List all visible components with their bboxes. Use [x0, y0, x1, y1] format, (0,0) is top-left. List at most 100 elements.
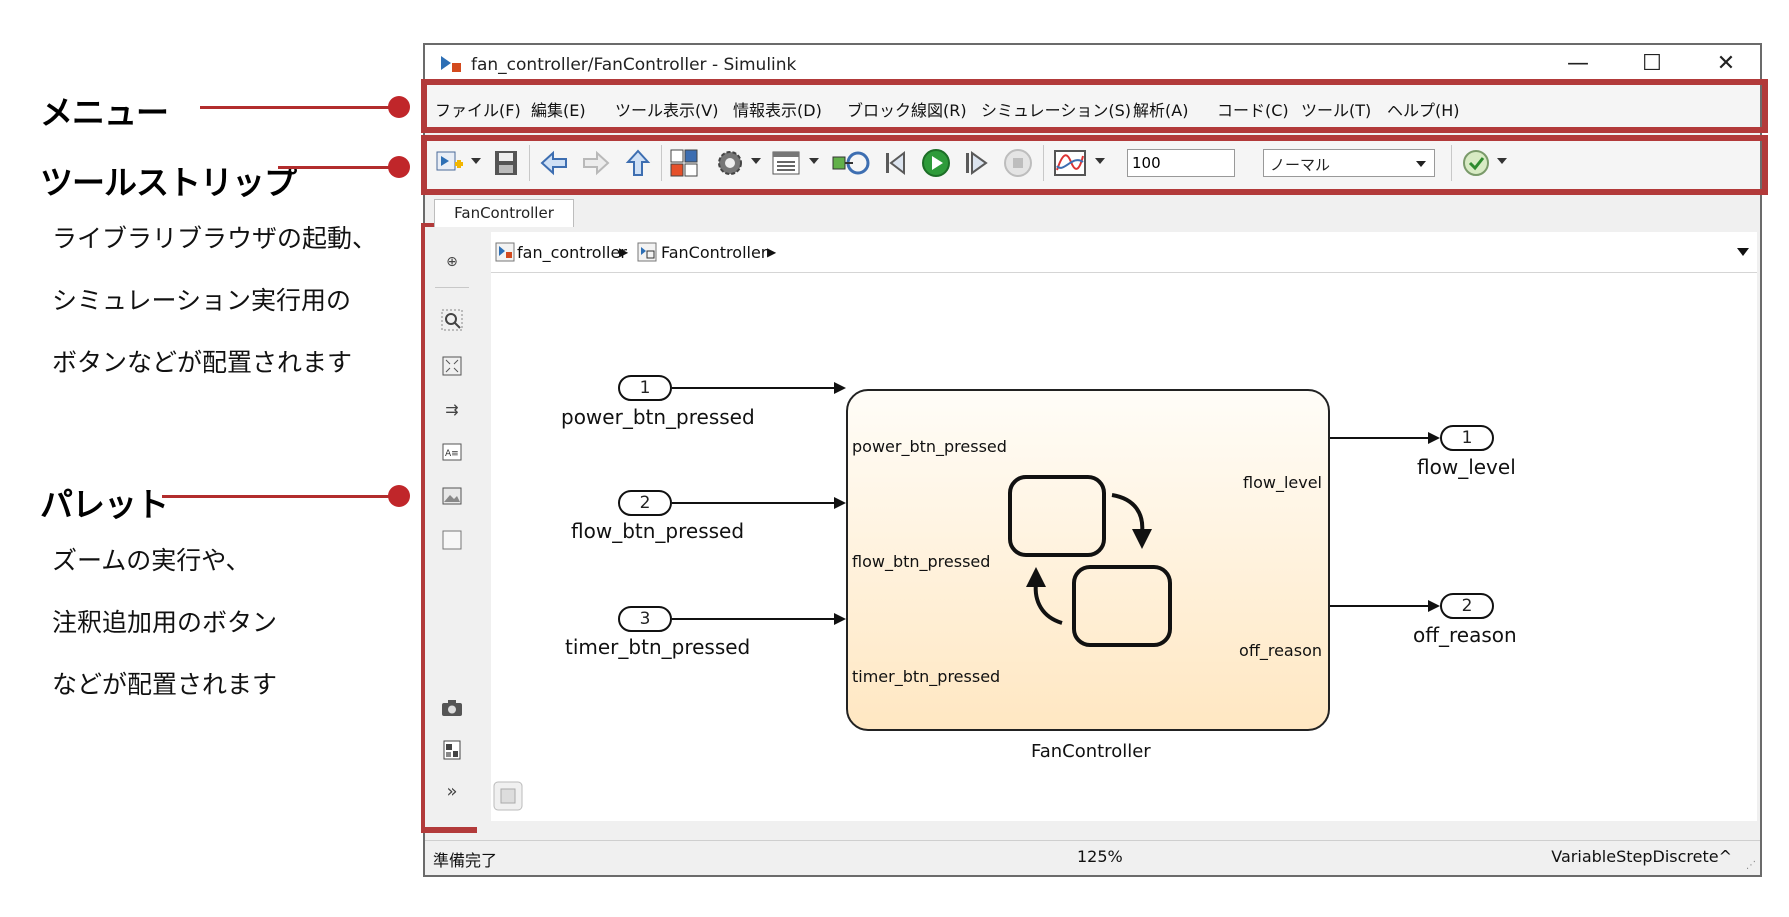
step-back-icon[interactable] — [881, 148, 911, 178]
menu-tools[interactable]: ツール(T) — [1301, 101, 1372, 120]
signal-arrow — [834, 382, 846, 394]
scope-dropdown[interactable] — [1095, 158, 1105, 164]
toolstrip-highlight-box — [421, 135, 1768, 195]
hide-explorer-icon[interactable]: ⊕ — [446, 254, 458, 270]
check-icon[interactable] — [1461, 148, 1491, 178]
check-dropdown[interactable] — [1497, 158, 1507, 164]
title-bar: fan_controller/FanController - Simulink … — [425, 45, 1760, 83]
settings-icon[interactable] — [715, 148, 745, 178]
back-icon[interactable] — [539, 148, 569, 178]
save-icon[interactable] — [491, 148, 521, 178]
menu-diagram[interactable]: ブロック線図(R) — [847, 101, 967, 120]
toolstrip-annotation-dot — [388, 156, 410, 178]
update-diagram-icon[interactable] — [831, 148, 871, 178]
svg-text:A≡: A≡ — [445, 449, 459, 459]
area-icon[interactable] — [441, 529, 463, 551]
report-icon[interactable] — [441, 739, 463, 761]
library-browser-icon[interactable] — [435, 148, 465, 178]
signal-line[interactable] — [1330, 437, 1430, 439]
menu-annotation-line — [200, 106, 400, 109]
screenshot-icon[interactable] — [441, 697, 463, 719]
toolstrip-annotation-line-3: ボタンなどが配置されます — [52, 348, 353, 377]
menu-analysis[interactable]: 解析(A) — [1133, 101, 1189, 120]
minimize-button[interactable]: — — [1567, 51, 1589, 76]
subsystem-icon — [637, 242, 657, 262]
scope-icon[interactable] — [1053, 148, 1087, 178]
model-explorer-icon[interactable] — [669, 148, 699, 178]
explorer-bar-icon[interactable] — [493, 781, 523, 811]
inport-3-label: timer_btn_pressed — [565, 635, 751, 659]
menu-file[interactable]: ファイル(F) — [435, 101, 521, 120]
zoom-icon[interactable] — [441, 309, 463, 331]
menu-display[interactable]: 情報表示(D) — [733, 101, 822, 120]
signal-arrow — [1428, 600, 1440, 612]
toolstrip: ノーマル — [425, 135, 1760, 189]
breadcrumb: fan_controller ▶ FanController ▶ — [491, 232, 1757, 273]
palette-annotation-title: パレット — [40, 485, 169, 524]
block-input-flow: flow_btn_pressed — [852, 552, 991, 571]
outport-1-label: flow_level — [1417, 455, 1516, 479]
palette-annotation-line-2: 注釈追加用のボタン — [52, 608, 278, 637]
breadcrumb-separator-icon: ▶ — [619, 245, 629, 259]
status-ready: 準備完了 — [433, 851, 498, 870]
outport-2[interactable]: 2 — [1440, 593, 1494, 619]
menu-annotation-dot — [388, 96, 410, 118]
toolbar-separator — [1451, 145, 1452, 181]
signal-line[interactable] — [672, 618, 834, 620]
breadcrumb-item-fancontroller[interactable]: FanController — [661, 243, 768, 262]
status-zoom: 125% — [1077, 847, 1123, 866]
palette: ⊕ ⇉ A≡ — [425, 227, 481, 827]
signal-line[interactable] — [672, 502, 834, 504]
signal-arrow — [834, 497, 846, 509]
fancontroller-chart-block[interactable]: power_btn_pressed flow_btn_pressed timer… — [846, 389, 1330, 731]
maximize-button[interactable]: ☐ — [1642, 51, 1662, 76]
forward-icon[interactable] — [581, 148, 611, 178]
menu-edit[interactable]: 編集(E) — [531, 101, 586, 120]
settings-dropdown[interactable] — [751, 158, 761, 164]
block-name-label: FanController — [1031, 741, 1151, 762]
diagram-canvas[interactable]: 1 power_btn_pressed 2 flow_btn_pressed 3… — [491, 273, 1757, 821]
palette-annotation-dot — [388, 485, 410, 507]
tab-fancontroller[interactable]: FanController — [434, 199, 574, 227]
run-icon[interactable] — [921, 148, 951, 178]
step-forward-icon[interactable] — [961, 148, 991, 178]
toolbar-separator — [1043, 145, 1044, 181]
signal-route-icon[interactable]: ⇉ — [445, 400, 459, 419]
toolstrip-annotation-line-2: シミュレーション実行用の — [52, 286, 352, 315]
breadcrumb-dropdown-icon[interactable] — [1737, 248, 1749, 256]
signal-line[interactable] — [672, 387, 834, 389]
stop-icon[interactable] — [1003, 148, 1033, 178]
outport-1[interactable]: 1 — [1440, 425, 1494, 451]
toolstrip-annotation-line — [278, 166, 400, 169]
block-input-timer: timer_btn_pressed — [852, 667, 1001, 686]
close-button[interactable]: ✕ — [1716, 51, 1736, 76]
status-solver[interactable]: VariableStepDiscrete^ — [1551, 847, 1732, 866]
signal-line[interactable] — [1330, 605, 1430, 607]
inport-3[interactable]: 3 — [618, 606, 672, 632]
menu-code[interactable]: コード(C) — [1217, 101, 1289, 120]
fit-view-icon[interactable] — [441, 355, 463, 377]
menu-view[interactable]: ツール表示(V) — [615, 101, 719, 120]
more-icon[interactable]: » — [446, 781, 458, 802]
toolbar-separator — [661, 145, 662, 181]
stop-time-input[interactable] — [1127, 149, 1235, 177]
menu-simulation[interactable]: シミュレーション(S) — [981, 101, 1132, 120]
inport-1[interactable]: 1 — [618, 375, 672, 401]
palette-separator — [435, 287, 469, 288]
menu-bar: ファイル(F) 編集(E) ツール表示(V) 情報表示(D) ブロック線図(R)… — [425, 83, 1760, 131]
block-output-flow-level: flow_level — [1243, 473, 1322, 492]
simulation-mode-select[interactable]: ノーマル — [1263, 149, 1435, 177]
model-config-dropdown[interactable] — [809, 158, 819, 164]
image-icon[interactable] — [441, 485, 463, 507]
up-icon[interactable] — [623, 148, 653, 178]
signal-arrow — [834, 613, 846, 625]
inport-2[interactable]: 2 — [618, 490, 672, 516]
menu-help[interactable]: ヘルプ(H) — [1387, 101, 1460, 120]
simulink-model-icon — [441, 56, 461, 72]
toolstrip-annotation-line-1: ライブラリブラウザの起動、 — [52, 224, 378, 253]
model-config-icon[interactable] — [771, 148, 801, 178]
annotation-icon[interactable]: A≡ — [441, 441, 463, 463]
breadcrumb-item-fan-controller[interactable]: fan_controller — [517, 243, 627, 262]
resize-grip-icon[interactable]: ⋰ — [1746, 860, 1756, 871]
library-browser-dropdown[interactable] — [471, 158, 481, 164]
